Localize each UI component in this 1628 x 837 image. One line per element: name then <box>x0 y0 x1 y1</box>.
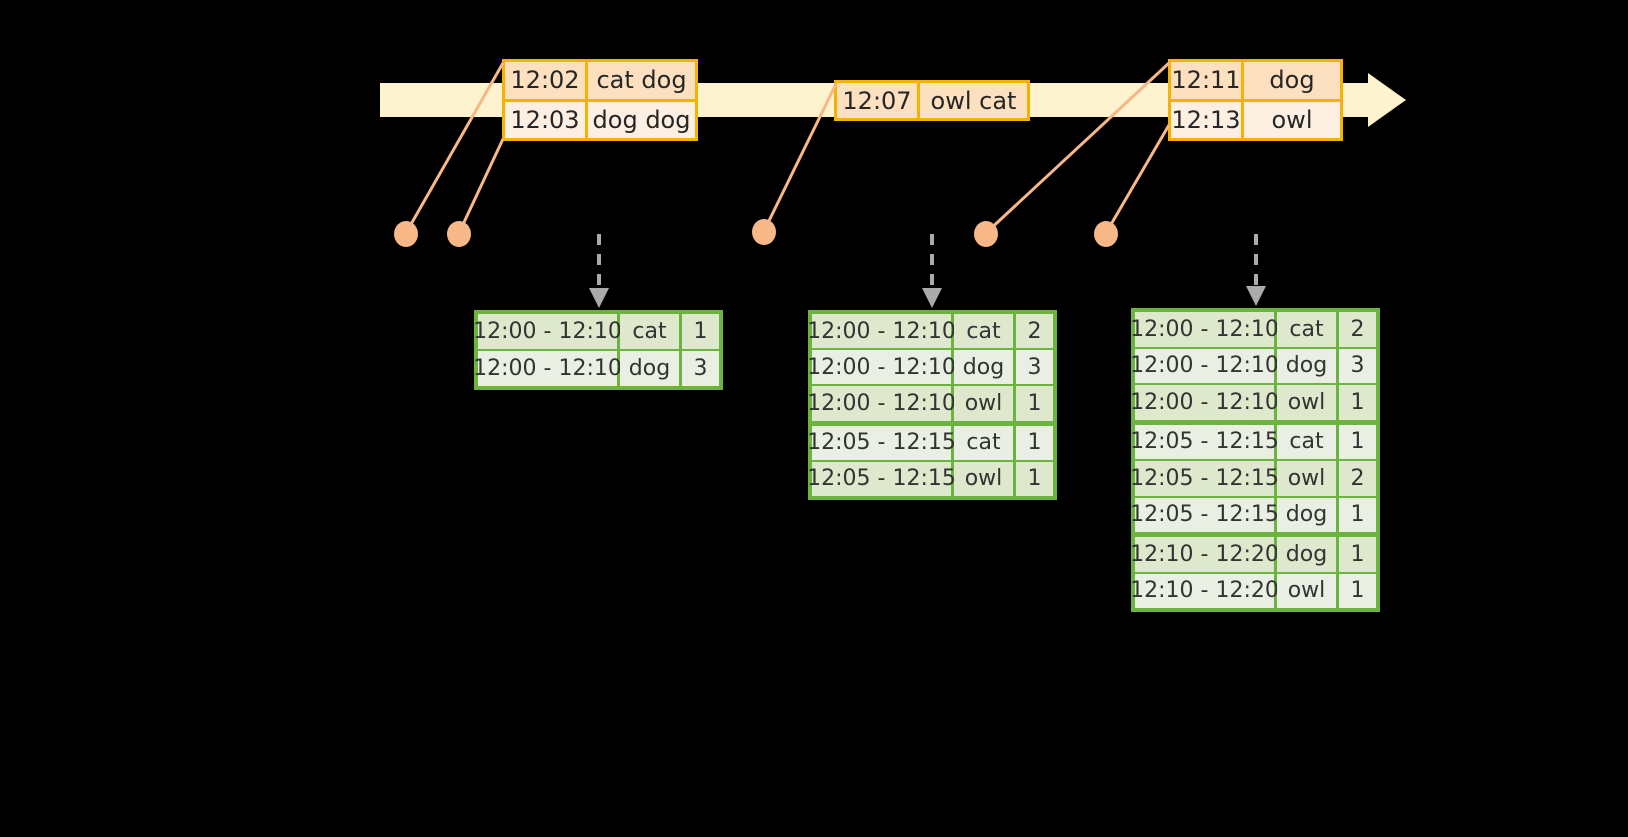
table-row: 12:10 - 12:20 owl 1 <box>1130 573 1376 608</box>
cell-key: dog <box>1277 348 1336 383</box>
event-time: 12:11 <box>1171 62 1244 99</box>
cell-window: 12:05 - 12:15 <box>1130 461 1279 496</box>
event-time: 12:03 <box>505 101 588 138</box>
connector-line-5 <box>1104 124 1171 234</box>
cell-count: 3 <box>1339 348 1376 383</box>
cell-count: 2 <box>1339 312 1376 347</box>
cell-key: dog <box>1277 537 1336 572</box>
event-dot-1 <box>394 221 418 247</box>
dashed-arrow-3 <box>1246 234 1266 306</box>
event-dot-3 <box>752 219 776 245</box>
table-row: 12:00 - 12:10 owl 1 <box>807 386 1053 421</box>
cell-key: cat <box>1277 424 1336 459</box>
table-row: 12:00 - 12:10 cat 1 <box>473 314 719 349</box>
result-table-1[interactable]: 12:00 - 12:10 cat 1 12:00 - 12:10 dog 3 <box>473 310 723 390</box>
event-dot-5 <box>1094 221 1118 247</box>
cell-count: 1 <box>1016 386 1053 421</box>
cell-count: 2 <box>1016 314 1053 349</box>
cell-count: 1 <box>682 314 719 349</box>
cell-key: owl <box>954 386 1013 421</box>
cell-key: cat <box>1277 312 1336 347</box>
connector-line-2 <box>457 138 505 234</box>
event-row: 12:11 dog <box>1171 62 1340 99</box>
cell-count: 3 <box>1016 350 1053 385</box>
event-row: 12:07 owl cat <box>837 83 1027 118</box>
cell-count: 1 <box>1339 497 1376 532</box>
cell-window: 12:00 - 12:10 <box>1130 385 1279 420</box>
cell-window: 12:00 - 12:10 <box>807 386 956 421</box>
event-row: 12:02 cat dog <box>505 62 695 99</box>
table-row: 12:05 - 12:15 dog 1 <box>1130 497 1376 532</box>
table-row: 12:05 - 12:15 owl 1 <box>807 461 1053 497</box>
event-time: 12:13 <box>1171 101 1244 138</box>
cell-key: owl <box>1277 573 1336 608</box>
result-table-3[interactable]: 12:00 - 12:10 cat 2 12:00 - 12:10 dog 3 … <box>1130 308 1380 612</box>
cell-key: dog <box>954 350 1013 385</box>
table-row: 12:05 - 12:15 cat 1 <box>1130 424 1376 459</box>
event-words: dog <box>1269 66 1315 95</box>
cell-window: 12:00 - 12:10 <box>1130 348 1279 383</box>
event-words: dog dog <box>592 105 691 134</box>
timeline-arrowhead <box>1368 73 1406 127</box>
table-row: 12:00 - 12:10 cat 2 <box>807 314 1053 349</box>
event-time: 12:07 <box>837 83 920 118</box>
cell-window: 12:00 - 12:10 <box>807 314 956 349</box>
cell-window: 12:00 - 12:10 <box>1130 312 1279 347</box>
result-table-2[interactable]: 12:00 - 12:10 cat 2 12:00 - 12:10 dog 3 … <box>807 310 1057 500</box>
cell-key: owl <box>954 461 1013 497</box>
cell-key: dog <box>620 351 679 386</box>
cell-window: 12:00 - 12:10 <box>807 350 956 385</box>
table-row: 12:00 - 12:10 dog 3 <box>807 350 1053 385</box>
cell-count: 1 <box>1339 537 1376 572</box>
cell-window: 12:10 - 12:20 <box>1130 573 1279 608</box>
cell-window: 12:00 - 12:10 <box>473 351 622 386</box>
cell-count: 1 <box>1016 461 1053 497</box>
event-box-1[interactable]: 12:02 cat dog 12:03 dog dog <box>502 59 698 141</box>
event-box-2[interactable]: 12:07 owl cat <box>834 80 1030 121</box>
table-row: 12:05 - 12:15 owl 2 <box>1130 461 1376 496</box>
event-box-3[interactable]: 12:11 dog 12:13 owl <box>1168 59 1343 141</box>
cell-window: 12:05 - 12:15 <box>1130 497 1279 532</box>
table-row: 12:10 - 12:20 dog 1 <box>1130 537 1376 572</box>
dashed-arrow-2 <box>922 234 942 308</box>
event-row: 12:03 dog dog <box>505 98 695 138</box>
cell-count: 1 <box>1339 385 1376 420</box>
event-row: 12:13 owl <box>1171 98 1340 138</box>
event-time: 12:02 <box>505 62 588 99</box>
table-row: 12:00 - 12:10 owl 1 <box>1130 385 1376 420</box>
event-words: owl <box>1271 105 1313 134</box>
table-row: 12:05 - 12:15 cat 1 <box>807 425 1053 460</box>
cell-window: 12:05 - 12:15 <box>807 425 956 460</box>
event-words: cat dog <box>596 66 687 95</box>
cell-key: cat <box>954 425 1013 460</box>
cell-count: 1 <box>1339 424 1376 459</box>
event-dot-4 <box>974 221 998 247</box>
table-row: 12:00 - 12:10 dog 3 <box>1130 348 1376 383</box>
table-row: 12:00 - 12:10 dog 3 <box>473 351 719 386</box>
cell-key: owl <box>1277 461 1336 496</box>
cell-key: dog <box>1277 497 1336 532</box>
cell-window: 12:00 - 12:10 <box>473 314 622 349</box>
table-row: 12:00 - 12:10 cat 2 <box>1130 312 1376 347</box>
cell-window: 12:05 - 12:15 <box>807 461 956 497</box>
dashed-arrow-1 <box>589 234 609 308</box>
cell-count: 1 <box>1016 425 1053 460</box>
cell-window: 12:10 - 12:20 <box>1130 537 1279 572</box>
cell-key: cat <box>954 314 1013 349</box>
cell-count: 3 <box>682 351 719 386</box>
cell-window: 12:05 - 12:15 <box>1130 424 1279 459</box>
cell-key: owl <box>1277 385 1336 420</box>
cell-count: 2 <box>1339 461 1376 496</box>
cell-count: 1 <box>1339 573 1376 608</box>
event-words: owl cat <box>930 86 1017 115</box>
event-dot-2 <box>447 221 471 247</box>
cell-key: cat <box>620 314 679 349</box>
